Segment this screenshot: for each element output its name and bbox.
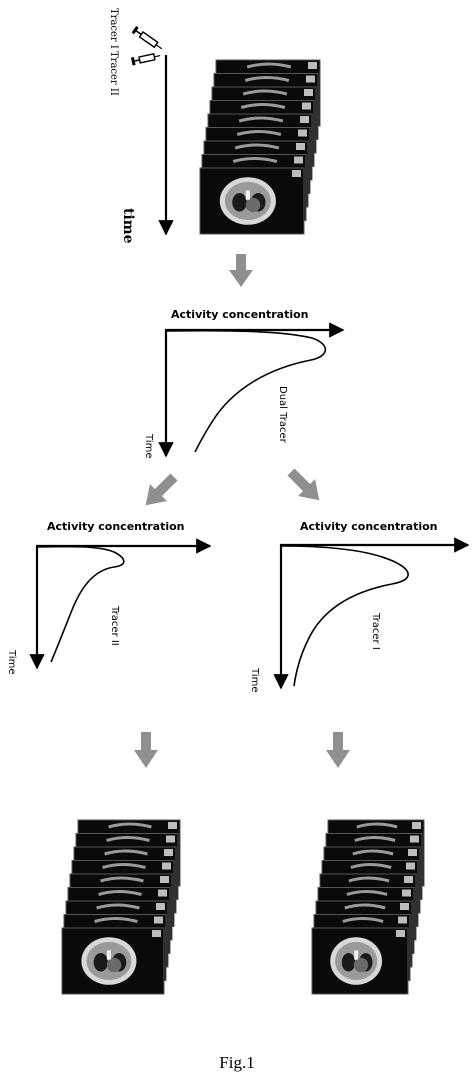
tracer-two-label: Tracer II [108, 51, 119, 96]
tracer-two-output-frame-stack [61, 819, 181, 995]
dual-tracer-curve-label: Dual Tracer [277, 386, 288, 444]
tracer-two-time-axis-label: Time [6, 649, 17, 674]
acquisition-frame-stack [199, 59, 321, 235]
down-arrow-icon [229, 254, 253, 287]
tracer-two-curve-panel: Activity concentration Time Tracer II [6, 520, 212, 674]
tracer-two-curve [37, 545, 125, 663]
syringe-tracer-one-icon [131, 26, 163, 50]
acquisition-panel: Tracer I Tracer II time [108, 8, 321, 244]
dual-activity-axis-label: Activity concentration [171, 308, 309, 321]
tracer-one-output-frame-stack [311, 819, 425, 995]
dual-tracer-curve [166, 329, 327, 453]
dual-time-axis-label: Time [143, 433, 154, 458]
tracer-one-time-axis-label: Time [249, 667, 260, 692]
down-arrow-left-icon [134, 732, 158, 768]
tracer-two-curve-label: Tracer II [109, 605, 120, 646]
pet-frame [199, 167, 305, 235]
tracer-one-curve [281, 545, 409, 687]
tracer-one-curve-label: Tracer I [370, 612, 381, 650]
syringe-tracer-two-icon [130, 53, 161, 66]
tracer-one-label: Tracer I [108, 8, 119, 49]
pet-frame [311, 927, 409, 995]
down-arrow-right-icon [326, 732, 350, 768]
tracer-one-curve-panel: Activity concentration Time Tracer I [249, 520, 470, 692]
time-axis-label: time [120, 208, 136, 244]
split-arrow-right-icon [287, 468, 320, 501]
dual-tracer-curve-panel: Activity concentration Time Dual Tracer [143, 308, 345, 458]
figure-caption: Fig.1 [219, 1053, 255, 1072]
tracer-two-activity-axis-label: Activity concentration [47, 520, 185, 533]
tracer-one-activity-axis-label: Activity concentration [300, 520, 438, 533]
pet-frame [61, 927, 165, 995]
split-arrow-left-icon [145, 473, 178, 506]
